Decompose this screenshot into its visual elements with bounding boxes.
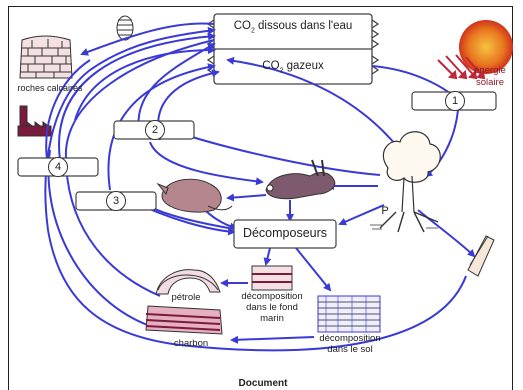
limestone-rocks-icon — [19, 35, 73, 79]
soil-decomposition-line2: dans le sol — [327, 344, 373, 355]
co2-dissolved-sub: 2 — [250, 27, 255, 35]
decomposers-box — [233, 219, 337, 249]
coal-label: charbon — [173, 338, 209, 349]
decomposers-label: Décomposeurs — [242, 226, 328, 240]
rodent-icon — [156, 178, 233, 213]
shell-icon — [116, 15, 134, 41]
document-caption: Document — [238, 378, 288, 389]
sun-icon — [459, 20, 513, 74]
plant-label-p: P — [381, 205, 389, 217]
soil-decomposition-line1: décomposition — [319, 333, 381, 344]
number-4: 4 — [48, 157, 68, 177]
seabed-decomposition-line1: décomposition — [241, 291, 303, 302]
co2-gas-sub: 2 — [279, 67, 284, 75]
factory-icon — [17, 105, 52, 137]
document-frame — [8, 6, 513, 390]
tree-icon — [370, 131, 441, 233]
number-1: 1 — [445, 91, 465, 111]
coal-layers-icon — [145, 305, 223, 335]
co2-dissolved-suffix: dissous dans l'eau — [254, 20, 353, 32]
rabbit-icon — [265, 159, 336, 200]
number-3: 3 — [106, 191, 126, 211]
seabed-decomposition-line2: dans le fond — [246, 302, 298, 313]
number-2: 2 — [145, 120, 165, 140]
solar-energy-line1: énergie — [474, 65, 506, 76]
sun-rays — [437, 54, 486, 80]
limestone-label: roches calcaires — [17, 83, 83, 93]
co2-gas-label: CO2 gazeux — [216, 60, 370, 74]
solar-energy-line2: solaire — [476, 77, 504, 88]
seabed-decomposition-line3: marin — [260, 313, 284, 324]
soil-decomposition-icon — [317, 295, 381, 333]
co2-dissolved-label: CO2 dissous dans l'eau — [216, 20, 370, 34]
petroleum-label: pétrole — [171, 292, 201, 303]
fallen-log-icon — [467, 235, 495, 277]
co2-dissolved-prefix: CO — [233, 20, 251, 32]
co2-gas-suffix: gazeux — [283, 60, 324, 72]
petroleum-deposit-icon — [155, 269, 221, 295]
seabed-decomposition-icon — [251, 265, 293, 291]
co2-gas-prefix: CO — [262, 60, 280, 72]
